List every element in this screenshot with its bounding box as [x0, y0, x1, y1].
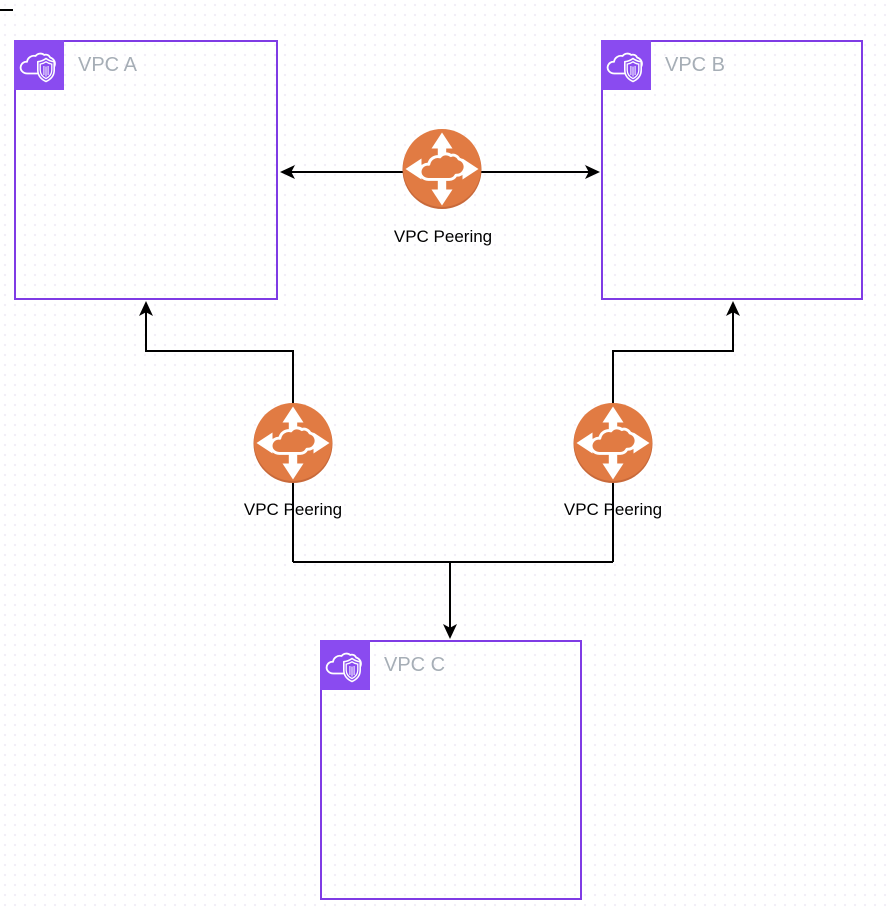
vpc-peering-ac-icon[interactable]	[253, 403, 333, 483]
vpc-b-node[interactable]: VPC B	[601, 40, 863, 300]
vpc-a-node[interactable]: VPC A	[14, 40, 278, 300]
vpc-c-node[interactable]: VPC C	[320, 640, 582, 900]
connector-trunk-to-vpc-c[interactable]	[293, 561, 613, 639]
vpc-a-label: VPC A	[78, 54, 137, 76]
vpc-b-label: VPC B	[665, 54, 726, 76]
vpc-peering-bc-label: VPC Peering	[563, 500, 663, 519]
vpc-peering-ab-label: VPC Peering	[393, 227, 493, 246]
vpc-c-label: VPC C	[384, 654, 446, 676]
vpc-peering-ac-label: VPC Peering	[243, 500, 343, 519]
vpc-peering-bc-icon[interactable]	[573, 403, 653, 483]
vpc-peering-ab-icon[interactable]	[402, 129, 482, 209]
top-left-artifact-line	[0, 9, 13, 11]
